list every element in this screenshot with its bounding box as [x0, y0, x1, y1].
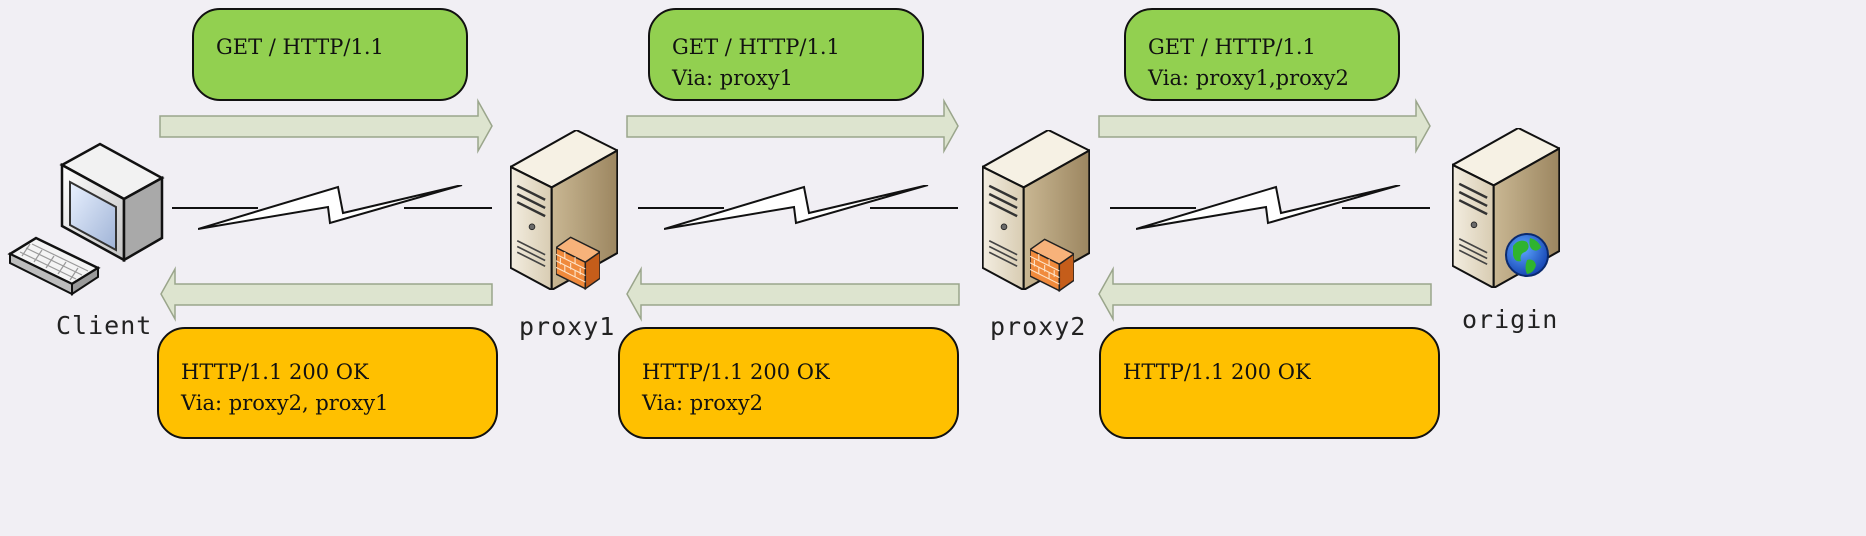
response-message-box: HTTP/1.1 200 OK Via: proxy2: [618, 327, 959, 439]
server-globe-icon: [1452, 128, 1560, 288]
node-label-proxy2: proxy2: [990, 312, 1087, 341]
request-message-box: GET / HTTP/1.1: [192, 8, 468, 101]
response-arrow-1: [160, 266, 493, 322]
request-line: GET / HTTP/1.1: [1148, 35, 1316, 59]
node-label-origin: origin: [1462, 305, 1559, 334]
request-message-box: GET / HTTP/1.1 Via: proxy1: [648, 8, 924, 101]
via-header: Via: proxy2: [642, 391, 763, 415]
request-line: GET / HTTP/1.1: [216, 35, 384, 59]
response-arrow-3: [1098, 266, 1432, 322]
server-firewall-icon: [510, 130, 618, 290]
server-firewall-icon: [982, 130, 1090, 292]
lightning-link-icon: [638, 185, 958, 230]
status-line: HTTP/1.1 200 OK: [1123, 360, 1311, 384]
lightning-link-icon: [1110, 185, 1430, 230]
request-arrow-1: [159, 98, 493, 154]
request-arrow-2: [626, 98, 959, 154]
response-message-box: HTTP/1.1 200 OK: [1099, 327, 1440, 439]
via-header: Via: proxy2, proxy1: [181, 391, 389, 415]
lightning-link-icon: [172, 185, 492, 230]
keyboard-icon: [7, 236, 101, 296]
node-label-client: Client: [56, 311, 153, 340]
via-header: Via: proxy1,proxy2: [1148, 66, 1349, 90]
response-arrow-2: [626, 266, 960, 322]
status-line: HTTP/1.1 200 OK: [642, 360, 830, 384]
request-arrow-3: [1098, 98, 1431, 154]
node-label-proxy1: proxy1: [519, 312, 616, 341]
desktop-computer-icon: [59, 142, 165, 263]
status-line: HTTP/1.1 200 OK: [181, 360, 369, 384]
request-message-box: GET / HTTP/1.1 Via: proxy1,proxy2: [1124, 8, 1400, 101]
request-line: GET / HTTP/1.1: [672, 35, 840, 59]
via-header: Via: proxy1: [672, 66, 793, 90]
response-message-box: HTTP/1.1 200 OK Via: proxy2, proxy1: [157, 327, 498, 439]
